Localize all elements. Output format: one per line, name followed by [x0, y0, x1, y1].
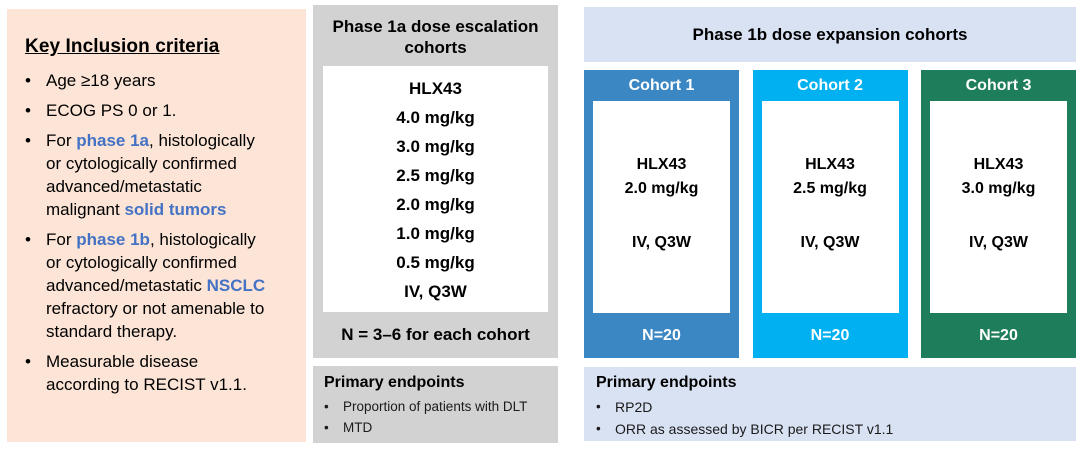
route-line: IV, Q3W [800, 234, 860, 251]
highlighted-term: solid tumors [124, 200, 227, 219]
endpoint-item: • RP2D [596, 396, 1064, 418]
endpoint-text: RP2D [615, 399, 653, 415]
highlighted-term: NSCLC [206, 276, 266, 295]
plain-term: For [46, 131, 77, 150]
phase1b-header: Phase 1b dose expansion cohorts [584, 7, 1076, 62]
phase1a-dose-box: HLX43 4.0 mg/kg 3.0 mg/kg 2.5 mg/kg 2.0 mg/k… [323, 66, 548, 312]
dose-line: 2.5 mg/kg [793, 180, 867, 197]
inclusion-criteria-title: Key Inclusion criteria [25, 36, 220, 57]
inclusion-criteria-list: • Age ≥18 years • ECOG PS 0 or 1. • For phase… [25, 69, 292, 396]
bullet-glyph: • [25, 131, 31, 150]
plain-term: , histologically or cytologically confir… [46, 230, 256, 295]
cohort-label: Cohort 1 [628, 76, 695, 94]
inclusion-bullet-text: For phase 1a, histologically or cytologi… [46, 129, 270, 221]
phase1b-primary-endpoints-box: Primary endpoints • RP2D • ORR as assessed … [584, 367, 1076, 441]
bullet-glyph: • [25, 352, 31, 371]
endpoint-item: • ORR as assessed by BICR per RECIST v1.1 [596, 418, 1064, 440]
dose-line: 1.0 mg/kg [396, 224, 475, 243]
bullet-glyph: • [25, 230, 31, 249]
cohort-n-label: N=20 [642, 326, 681, 344]
phase1b-endpoints-title: Primary endpoints [596, 374, 737, 391]
cohort-n-label: N=20 [810, 326, 850, 344]
route-line: IV, Q3W [632, 234, 691, 251]
cohort-label: Cohort 2 [797, 76, 863, 94]
plain-term: , histologically or cytologically confir… [46, 131, 255, 219]
dose-line: 2.0 mg/kg [624, 180, 699, 197]
dose-line: 2.5 mg/kg [396, 166, 475, 185]
drug-name: HLX43 [636, 156, 687, 173]
dose-line: 2.0 mg/kg [396, 195, 475, 214]
phase1a-header: Phase 1a dose escalation cohorts [332, 16, 539, 57]
inclusion-bullet-text: ECOG PS 0 or 1. [46, 99, 270, 122]
bullet-glyph: • [324, 399, 329, 414]
highlighted-term: phase 1a [76, 131, 149, 150]
phase1a-cohort-size-label: N = 3–6 for each cohort [341, 325, 530, 344]
bullet-glyph: • [25, 71, 31, 90]
dose-line: IV, Q3W [404, 282, 467, 301]
dose-line: 4.0 mg/kg [396, 108, 475, 127]
inclusion-bullet-item: • Measurable disease according to RECIST … [25, 350, 292, 396]
phase1a-primary-endpoints-box: Primary endpoints • Proportion of patient… [313, 366, 558, 443]
endpoint-text: MTD [343, 420, 373, 435]
plain-term: ECOG PS 0 or 1. [46, 101, 177, 120]
inclusion-bullet-text: Age ≥18 years [46, 69, 270, 92]
phase1b-endpoints-list: • RP2D • ORR as assessed by BICR per RECIST… [596, 396, 1064, 440]
cohort-n-label: N=20 [979, 326, 1018, 344]
bullet-glyph: • [25, 101, 31, 120]
highlighted-term: phase 1b [76, 230, 150, 249]
phase1a-endpoints-title: Primary endpoints [324, 374, 465, 391]
drug-name: HLX43 [805, 156, 855, 173]
plain-term: refractory or not amenable to standard t… [46, 299, 265, 341]
plain-term: Age ≥18 years [46, 71, 156, 90]
inclusion-bullet-item: • For phase 1b, histologically or cytolog… [25, 228, 292, 343]
endpoint-item: • Proportion of patients with DLT [324, 396, 550, 417]
bullet-glyph: • [596, 421, 601, 436]
inclusion-bullet-item: • ECOG PS 0 or 1. [25, 99, 292, 122]
plain-term: For [46, 230, 77, 249]
dose-line: 3.0 mg/kg [396, 137, 475, 156]
endpoint-text: Proportion of patients with DLT [343, 399, 528, 414]
bullet-glyph: • [324, 420, 329, 435]
drug-name: HLX43 [409, 79, 462, 98]
inclusion-bullet-item: • For phase 1a, histologically or cytolog… [25, 129, 292, 221]
inclusion-bullet-item: • Age ≥18 years [25, 69, 292, 92]
plain-term: Measurable disease according to RECIST v… [46, 352, 247, 394]
dose-line: 0.5 mg/kg [396, 253, 475, 272]
bullet-glyph: • [596, 399, 601, 414]
endpoint-text: ORR as assessed by BICR per RECIST v1.1 [615, 421, 894, 437]
phase1a-endpoints-list: • Proportion of patients with DLT • MTD [324, 396, 550, 438]
phase1a-panel: Phase 1a dose escalation cohorts HLX43 4.… [313, 5, 558, 358]
dose-line: 3.0 mg/kg [961, 180, 1036, 197]
inclusion-criteria-panel: Key Inclusion criteria • Age ≥18 years • EC… [7, 9, 306, 442]
inclusion-bullet-text: For phase 1b, histologically or cytologi… [46, 228, 270, 343]
inclusion-bullet-text: Measurable disease according to RECIST v… [46, 350, 270, 396]
endpoint-item: • MTD [324, 417, 550, 438]
cohort-label: Cohort 3 [965, 76, 1032, 94]
route-line: IV, Q3W [969, 234, 1028, 251]
drug-name: HLX43 [973, 156, 1024, 173]
